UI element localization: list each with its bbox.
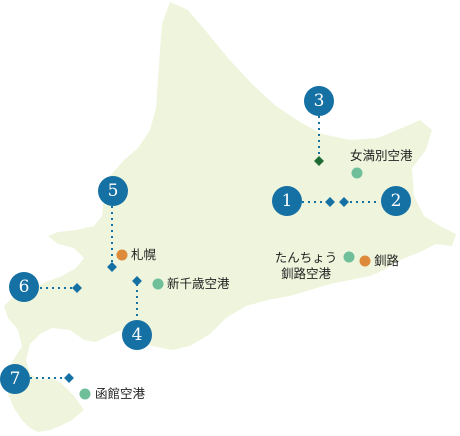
marker-7[interactable]: 7	[0, 364, 30, 394]
memanbetsu-airport-label: 女満別空港	[350, 148, 413, 163]
hakodate-airport-dot	[79, 388, 91, 400]
sapporo-city-dot	[116, 249, 128, 261]
marker-6[interactable]: 6	[9, 272, 39, 302]
new-chitose-airport-label: 新千歳空港	[167, 276, 230, 291]
kushiro-airport-label-line2: 釧路空港	[280, 266, 331, 281]
kushiro-airport-label: たんちょう 釧路空港	[270, 250, 342, 282]
marker-1[interactable]: 1	[272, 186, 302, 216]
memanbetsu-airport-dot	[351, 167, 363, 179]
hakodate-airport-label: 函館空港	[95, 386, 146, 401]
kushiro-airport-label-line1: たんちょう	[274, 250, 338, 265]
marker-4[interactable]: 4	[122, 320, 152, 350]
marker-3[interactable]: 3	[304, 86, 334, 116]
sapporo-city-label: 札幌	[131, 247, 157, 262]
hokkaido-landmass	[4, 2, 456, 432]
new-chitose-airport-dot	[152, 278, 164, 290]
kushiro-city-dot	[359, 255, 371, 267]
kushiro-airport-dot	[343, 251, 355, 263]
kushiro-city-label: 釧路	[374, 253, 400, 268]
marker-2[interactable]: 2	[381, 186, 411, 216]
diamond-7	[64, 373, 74, 383]
marker-5[interactable]: 5	[98, 176, 128, 206]
